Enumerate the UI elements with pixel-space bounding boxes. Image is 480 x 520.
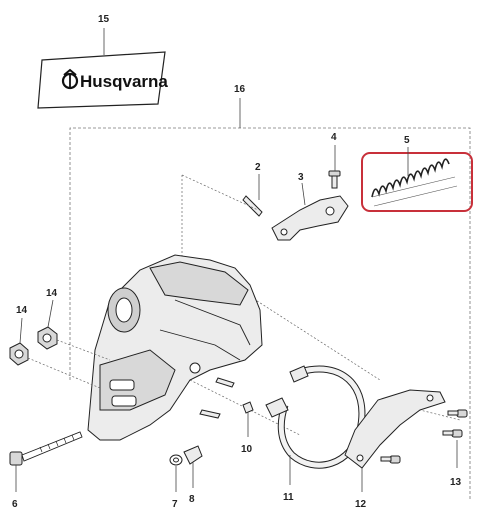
- callout-2[interactable]: 2: [255, 162, 261, 173]
- callout-11[interactable]: 11: [283, 492, 294, 503]
- assembly-boundary-16: [69, 127, 471, 500]
- screw-part-4[interactable]: [328, 170, 341, 189]
- spring-part-5[interactable]: [371, 158, 458, 207]
- highlight-box: [361, 152, 473, 212]
- callout-12[interactable]: 12: [355, 499, 367, 510]
- nut-part-14-left[interactable]: [9, 342, 29, 366]
- plate-part-8[interactable]: [183, 445, 203, 465]
- nut-part-14-right[interactable]: [37, 326, 58, 350]
- callout-14-left[interactable]: 14: [16, 305, 28, 316]
- callout-13[interactable]: 13: [450, 477, 462, 488]
- callout-8[interactable]: 8: [189, 494, 195, 505]
- callout-6[interactable]: 6: [12, 499, 18, 510]
- housing-assembly[interactable]: [87, 254, 263, 441]
- callout-16[interactable]: 16: [234, 84, 246, 95]
- bracket-part-12[interactable]: [344, 389, 446, 469]
- pin-part-2[interactable]: [242, 195, 263, 217]
- screw-part-13-c[interactable]: [380, 455, 401, 464]
- callout-3[interactable]: 3: [298, 172, 304, 183]
- decal-part-15[interactable]: Husqvarna: [37, 51, 168, 109]
- callout-14-right[interactable]: 14: [46, 288, 58, 299]
- screw-part-10[interactable]: [242, 401, 254, 414]
- screw-part-13-b[interactable]: [442, 429, 463, 438]
- callout-4[interactable]: 4: [331, 132, 337, 143]
- callout-10[interactable]: 10: [241, 444, 253, 455]
- washer-part-7[interactable]: [169, 454, 183, 466]
- callout-5[interactable]: 5: [404, 135, 410, 146]
- bolt-part-6[interactable]: [9, 431, 83, 466]
- housing-pins: [199, 377, 235, 419]
- screw-part-13-a[interactable]: [447, 409, 468, 418]
- brand-text: Husqvarna: [80, 72, 168, 91]
- callout-15[interactable]: 15: [98, 14, 110, 25]
- callout-7[interactable]: 7: [172, 499, 178, 510]
- lever-part-3[interactable]: [271, 195, 349, 241]
- husqvarna-logo-icon: [61, 68, 79, 90]
